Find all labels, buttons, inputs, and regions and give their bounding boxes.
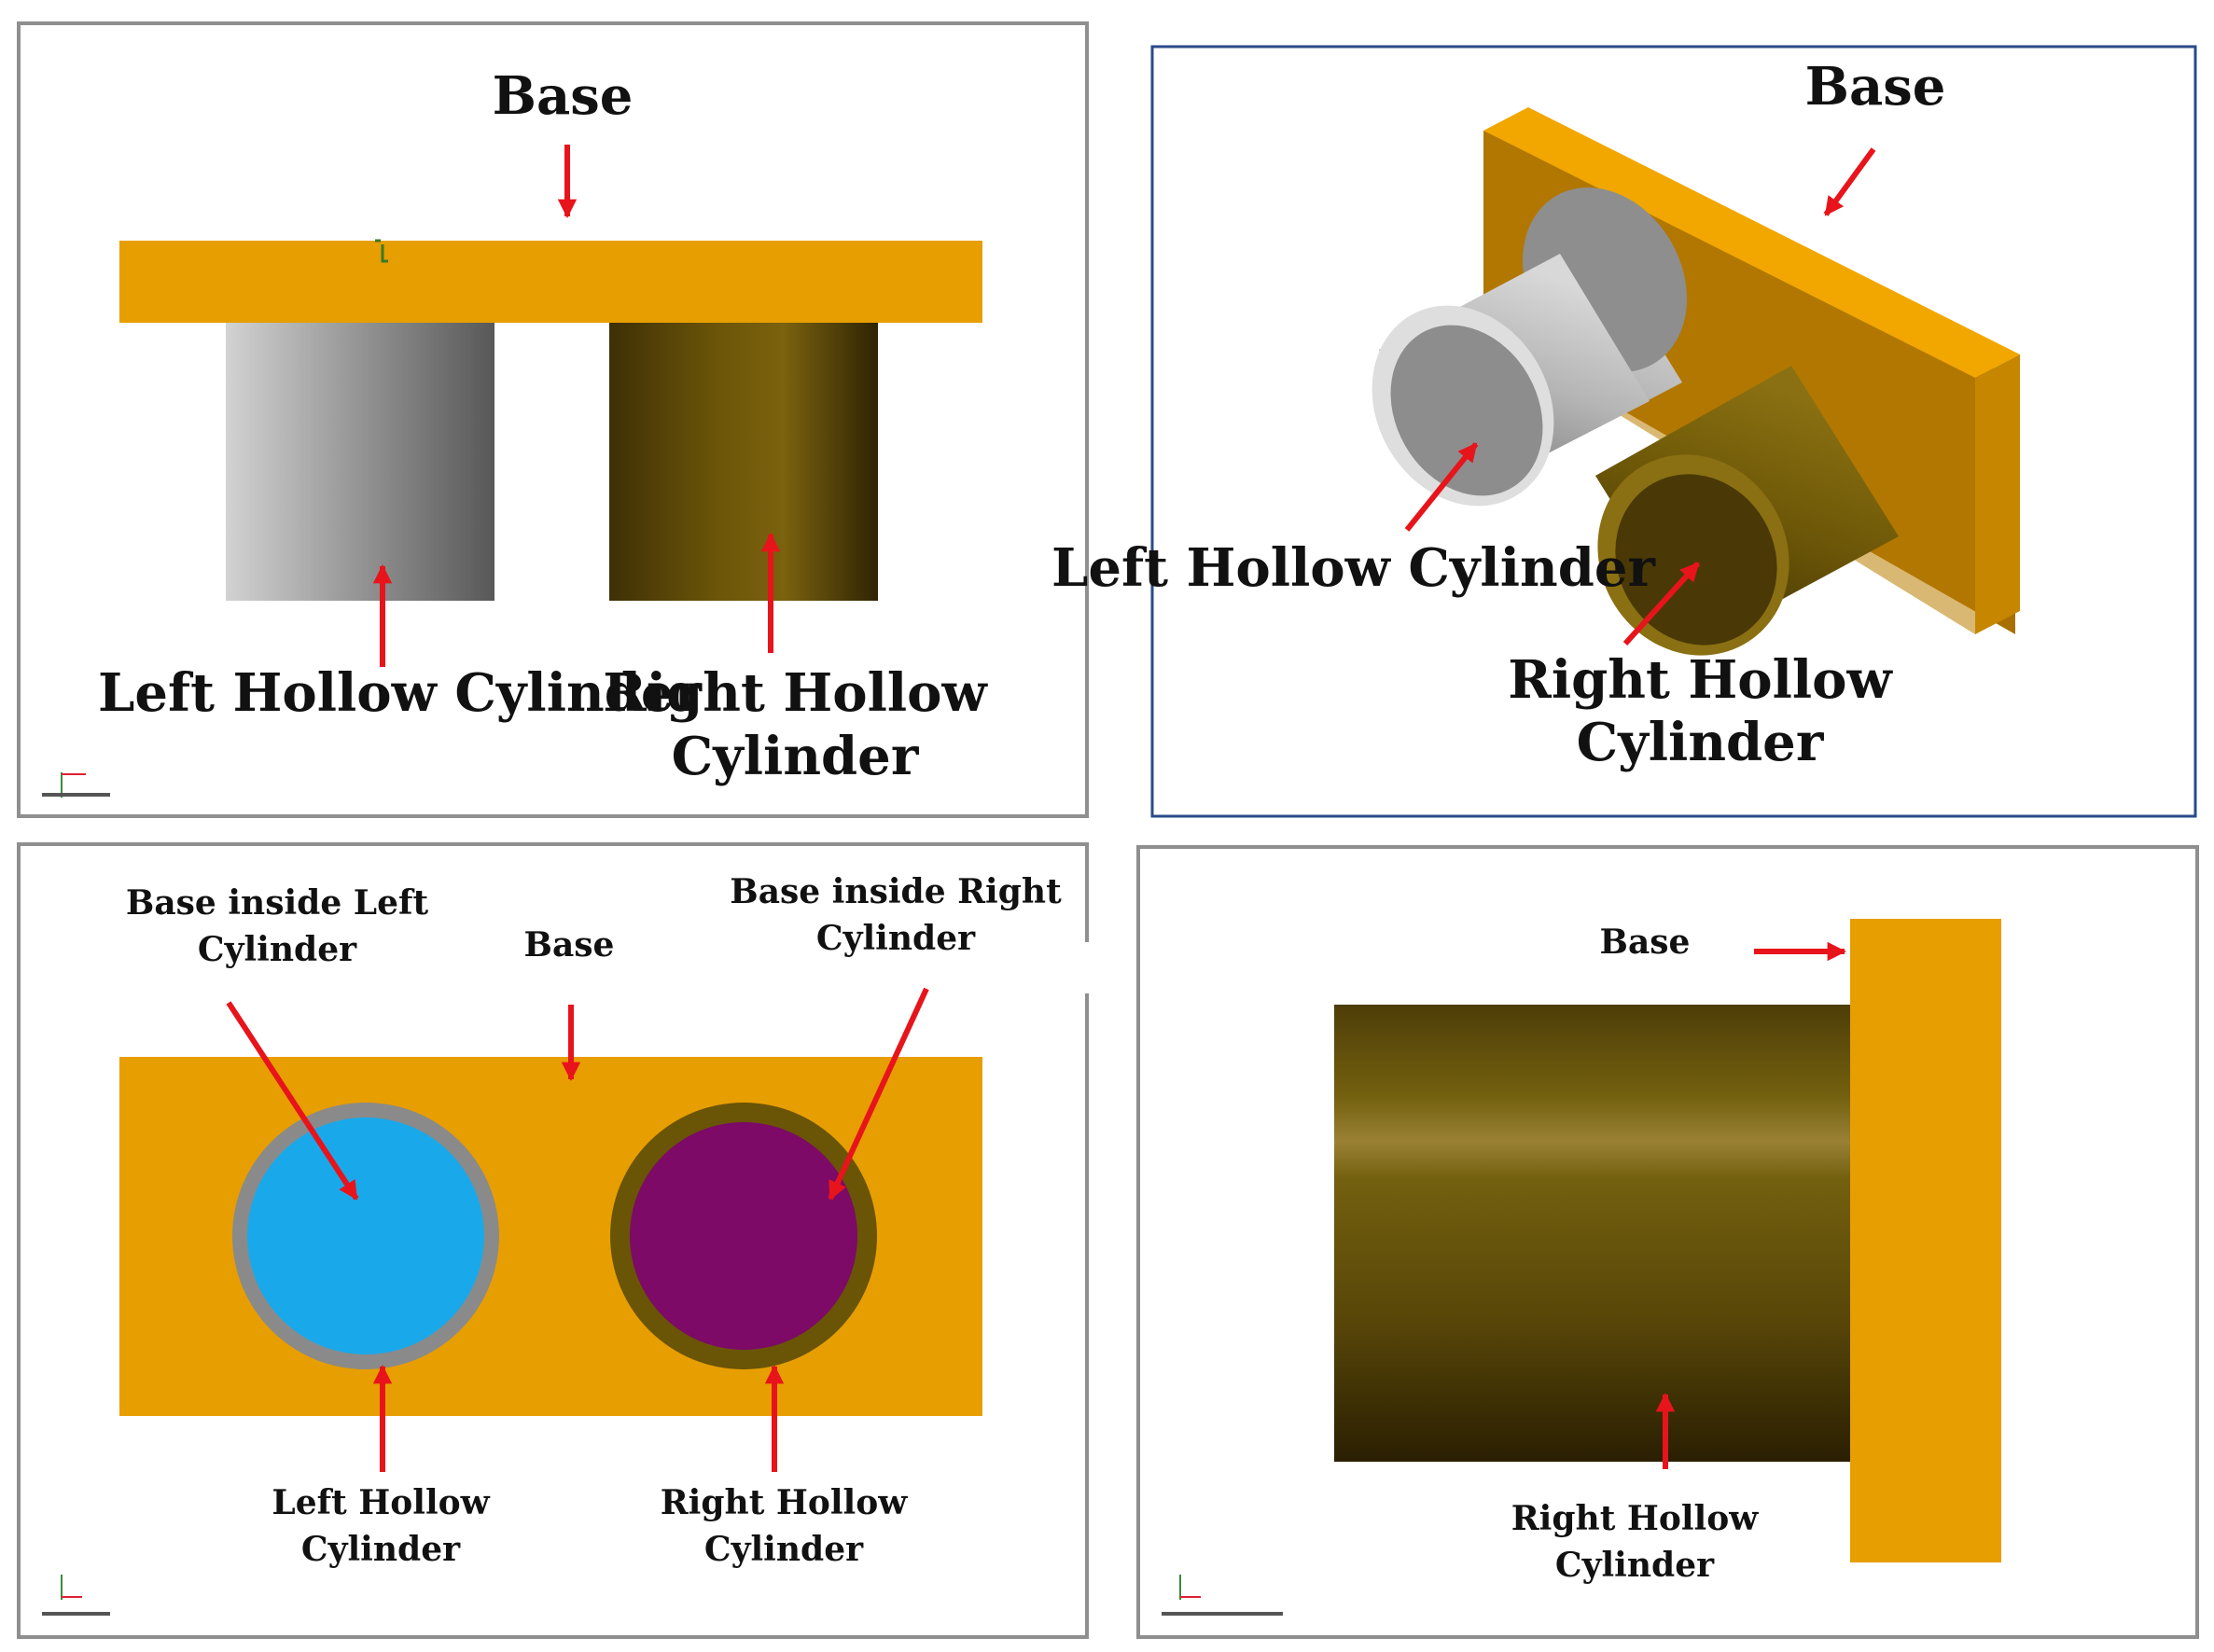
bottom-inside-right-label-line2: Cylinder [816, 919, 976, 958]
iso-right-cylinder-label-line1: Right Hollow [1508, 649, 1893, 711]
bottom-inside-left-label-line1: Base inside Left [126, 883, 429, 923]
bottom-inside-left-label-line2: Cylinder [198, 930, 357, 969]
bottom-inside-right-label-line1: Base inside Right [730, 872, 1062, 911]
iso-right-arrow [1622, 561, 1701, 646]
iso-view-panel: Base Left Hollow Cylinder Right Hollow C… [1051, 45, 2197, 818]
side-base-label: Base [1600, 923, 1691, 962]
front-origin-glyph [375, 239, 388, 263]
front-left-cylinder-label: Left Hollow Cylinder [98, 662, 703, 724]
bottom-base-label: Base [524, 925, 615, 965]
front-panel-frame [17, 21, 1089, 818]
bottom-view-panel: Base inside Left Cylinder Base Base insi… [17, 842, 1093, 1639]
bottom-right-cylinder-label-line2: Cylinder [704, 1530, 864, 1569]
iso-left-cylinder-bore [1390, 325, 1543, 496]
bottom-panel-frame-gap [1085, 942, 1093, 993]
bottom-axis-triad [42, 1575, 110, 1616]
side-base-plate [1850, 919, 2001, 1562]
front-right-cylinder-label-line1: Right Hollow [603, 662, 988, 724]
bottom-inside-right-arrow [828, 987, 929, 1201]
front-view-panel: Base Left Hollow Cylinder Right Hollow C… [17, 21, 1089, 818]
side-right-cylinder [1334, 1005, 1852, 1462]
bottom-right-cylinder-label-line1: Right Hollow [661, 1483, 908, 1522]
iso-left-cylinder-label: Left Hollow Cylinder [1051, 537, 1656, 599]
bottom-left-cylinder-label-line2: Cylinder [301, 1530, 461, 1569]
front-right-cylinder [609, 323, 878, 601]
iso-base-top-edge [1483, 107, 2020, 378]
iso-base-label: Base [1805, 56, 1946, 118]
front-base-label: Base [493, 65, 634, 127]
iso-right-cylinder-bore [1615, 474, 1777, 646]
iso-base-front-face [1975, 354, 2020, 634]
side-axis-triad [1162, 1575, 1283, 1616]
bottom-base-inside-left [247, 1118, 484, 1354]
iso-right-cylinder-label-line2: Cylinder [1577, 712, 1825, 773]
bottom-inside-left-arrow [226, 1001, 359, 1201]
front-left-cylinder [226, 323, 494, 601]
side-right-cylinder-label-line1: Right Hollow [1511, 1499, 1759, 1538]
side-right-cylinder-label-line2: Cylinder [1555, 1546, 1715, 1585]
side-view-panel: Base Right Hollow Cylinder [1136, 845, 2199, 1639]
front-axis-triad [42, 772, 110, 798]
iso-left-arrow [1404, 442, 1479, 532]
iso-base-arrow [1823, 147, 1876, 216]
front-right-cylinder-label-line2: Cylinder [672, 726, 920, 787]
bottom-base-inside-right [630, 1122, 857, 1350]
front-base-plate [119, 241, 982, 323]
bottom-left-cylinder-label-line1: Left Hollow [272, 1483, 490, 1522]
